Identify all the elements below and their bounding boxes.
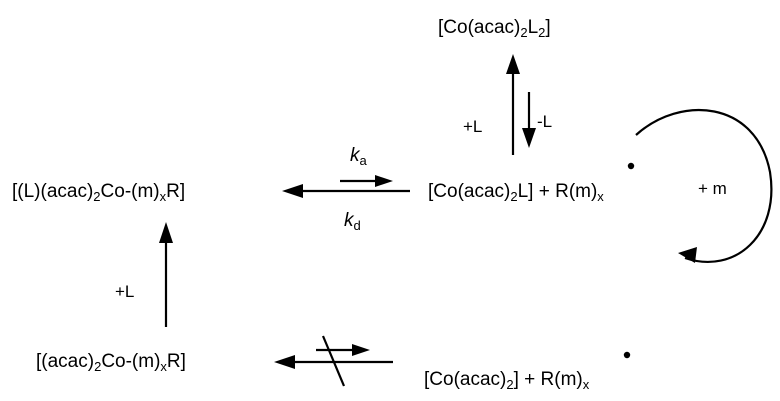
arrowhead-cycle (678, 247, 697, 263)
arrowhead-down-minus-l (522, 128, 536, 148)
strike-through-mark (321, 335, 346, 387)
arrowhead-right-bottom (352, 344, 370, 356)
species-co-acac2-l-plus-radical: [Co(acac)2L] + R(m)x (428, 181, 604, 204)
species-acac2-co-mxr: [(acac)2Co-(m)xR] (36, 351, 186, 374)
arrowhead-left-bottom (274, 355, 295, 369)
ligand-exchange-equilibrium-arrows (511, 70, 531, 155)
rate-constant-ka: ka (350, 145, 367, 168)
species-co-acac2-plus-radical: [Co(acac)2] + R(m)x (424, 369, 590, 392)
species-l-acac2-co-mxr: [(L)(acac)2Co-(m)xR] (12, 181, 186, 204)
label-plus-m: + m (698, 179, 727, 198)
ka-kd-equilibrium-arrows (300, 179, 410, 193)
arrowhead-up-left (159, 222, 173, 243)
arrowhead-right-ka (375, 175, 393, 187)
label-plus-l-top: +L (463, 117, 483, 136)
rate-constant-kd: kd (344, 210, 361, 233)
propagation-cycle-arrow (635, 108, 773, 263)
label-plus-l-left: +L (115, 282, 135, 301)
label-minus-l: -L (537, 112, 553, 131)
arrowhead-up-top (506, 54, 520, 74)
arrowhead-left-kd (282, 184, 303, 198)
radical-dot-upper (627, 162, 635, 170)
radical-dot-lower (623, 351, 631, 359)
bottom-equilibrium-arrows (290, 335, 393, 387)
species-co-acac2-l2: [Co(acac)2L2] (438, 17, 551, 40)
